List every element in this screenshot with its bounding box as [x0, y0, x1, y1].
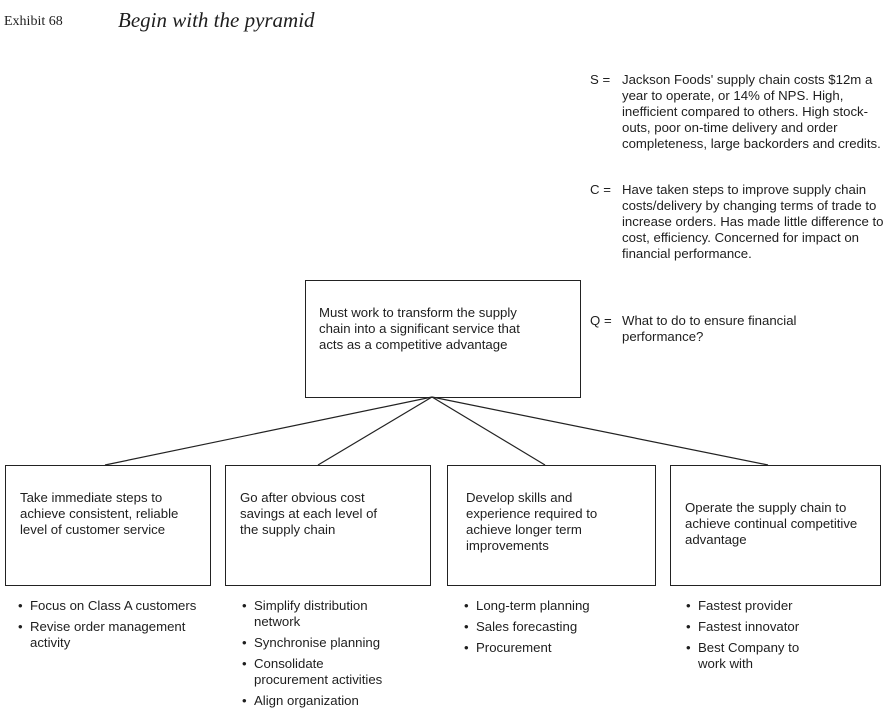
connector-2	[317, 396, 433, 466]
bullet-item: Synchronise planning	[242, 635, 412, 651]
pillar-2-bullets: Simplify distribution network Synchronis…	[242, 598, 412, 714]
pillar-box-1: Take immediate steps to achieve consiste…	[5, 465, 211, 586]
scq-key: S =	[590, 72, 611, 87]
scq-text: Jackson Foods' supply chain costs $12m a…	[622, 72, 881, 151]
pillar-box-4: Operate the supply chain to achieve cont…	[670, 465, 881, 586]
pillar-box-2: Go after obvious cost savings at each le…	[225, 465, 431, 586]
connector-4	[431, 396, 769, 466]
scq-text: What to do to ensure financial performan…	[622, 313, 797, 344]
exhibit-number: Exhibit 68	[4, 14, 63, 29]
bullet-item: Procurement	[464, 640, 644, 656]
scq-complication: C = Have taken steps to improve supply c…	[590, 182, 890, 262]
connector-3	[431, 396, 546, 466]
bullet-item: Simplify distribution network	[242, 598, 374, 630]
bullet-item: Best Company to work with	[686, 640, 823, 672]
bullet-item: Long-term planning	[464, 598, 644, 614]
bullet-item: Consolidate procurement activities	[242, 656, 394, 688]
scq-key: Q =	[590, 313, 612, 328]
exhibit-title: Begin with the pyramid	[118, 8, 315, 32]
pillar-text: Develop skills and experience required t…	[466, 490, 598, 553]
connector-1	[104, 396, 433, 466]
pillar-3-bullets: Long-term planning Sales forecasting Pro…	[464, 598, 644, 661]
pillar-text: Operate the supply chain to achieve cont…	[685, 500, 858, 547]
pillar-text: Go after obvious cost savings at each le…	[240, 490, 378, 537]
top-box-text: Must work to transform the supply chain …	[319, 305, 520, 352]
pillar-1-bullets: Focus on Class A customers Revise order …	[18, 598, 198, 656]
bullet-item: Focus on Class A customers	[18, 598, 198, 614]
bullet-item: Revise order management activity	[18, 619, 198, 651]
top-box: Must work to transform the supply chain …	[305, 280, 581, 398]
pillar-text: Take immediate steps to achieve consiste…	[20, 490, 179, 537]
pillar-box-3: Develop skills and experience required t…	[447, 465, 656, 586]
scq-situation: S = Jackson Foods' supply chain costs $1…	[590, 72, 890, 152]
bullet-item: Sales forecasting	[464, 619, 644, 635]
bullet-item: Fastest innovator	[686, 619, 866, 635]
scq-question: Q = What to do to ensure financial perfo…	[590, 313, 890, 345]
scq-text: Have taken steps to improve supply chain…	[622, 182, 884, 261]
pillar-4-bullets: Fastest provider Fastest innovator Best …	[686, 598, 866, 677]
bullet-item: Fastest provider	[686, 598, 866, 614]
bullet-item: Align organization	[242, 693, 412, 709]
scq-key: C =	[590, 182, 611, 197]
